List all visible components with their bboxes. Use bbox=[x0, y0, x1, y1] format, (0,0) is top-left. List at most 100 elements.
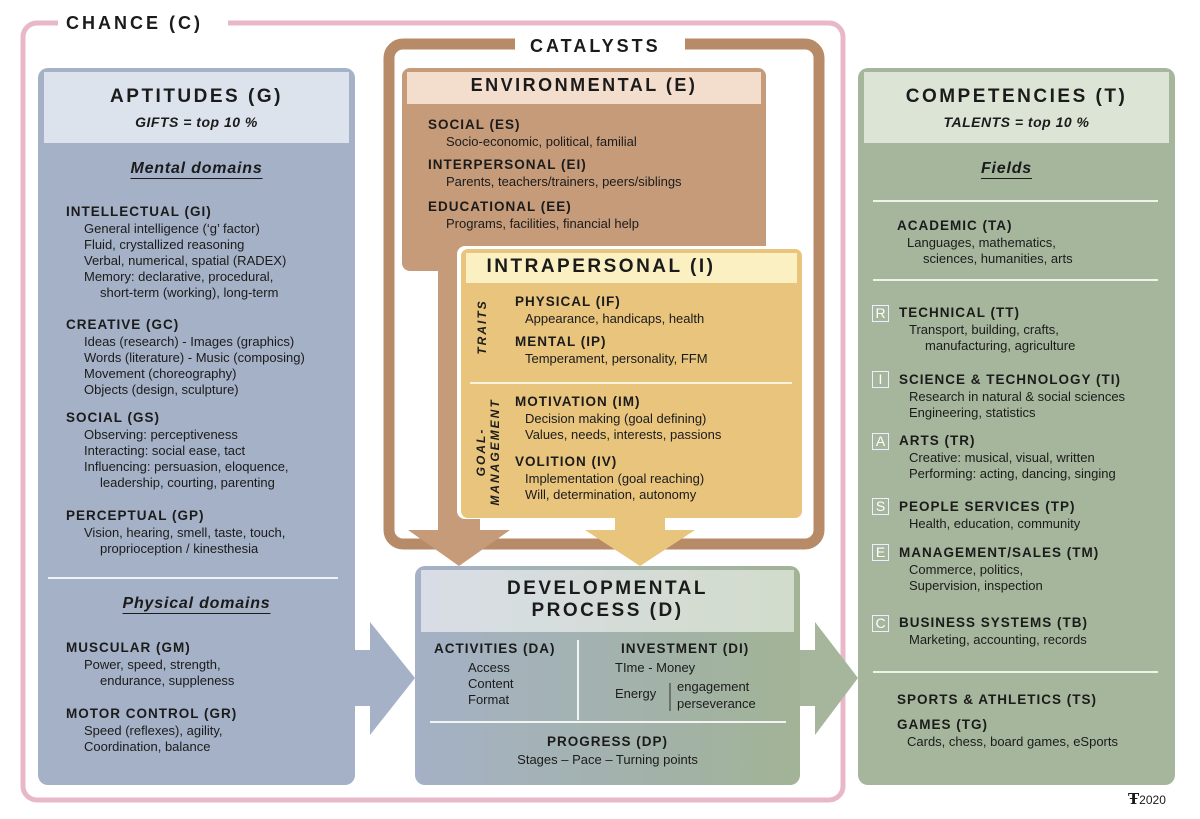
section-line: manufacturing, agriculture bbox=[925, 338, 1076, 353]
section-heading: INTERPERSONAL (EI) bbox=[428, 157, 587, 172]
competencies-title: COMPETENCIES (T) bbox=[905, 86, 1128, 107]
arts-field: ARTS (TR) Creative: musical, visual, writ… bbox=[899, 432, 1116, 482]
signature-logo: Ŧ bbox=[1128, 790, 1140, 808]
management-label-line: MANAGEMENT bbox=[488, 398, 502, 506]
section-line: Performing: acting, dancing, singing bbox=[909, 466, 1116, 481]
riasec-c-badge: C bbox=[872, 615, 889, 632]
section-heading: SCIENCE & TECHNOLOGY (TI) bbox=[899, 372, 1122, 387]
riasec-e-badge: E bbox=[872, 544, 889, 561]
env-educational: EDUCATIONAL (EE)Programs, facilities, fi… bbox=[428, 198, 639, 232]
gifts-arrow bbox=[355, 622, 415, 735]
section-line: short-term (working), long-term bbox=[100, 285, 279, 300]
traits-label: TRAITS bbox=[475, 299, 489, 355]
section-line: Languages, mathematics, bbox=[907, 235, 1056, 250]
science-technology-field: SCIENCE & TECHNOLOGY (TI) Research in nat… bbox=[899, 371, 1125, 421]
section-line: Creative: musical, visual, written bbox=[909, 450, 1095, 465]
perceptual-domain: PERCEPTUAL (GP)Vision, hearing, smell, t… bbox=[66, 507, 285, 557]
signature-year: 2020 bbox=[1139, 793, 1166, 807]
section-heading: ARTS (TR) bbox=[899, 433, 976, 448]
management-sales-field: MANAGEMENT/SALES (TM)Commerce, politics,… bbox=[899, 544, 1099, 594]
section-heading: MOTIVATION (IM) bbox=[515, 394, 641, 409]
env-social: SOCIAL (ES) Socio-economic, political, fa… bbox=[428, 116, 637, 150]
section-line: Programs, facilities, financial help bbox=[446, 216, 639, 231]
investment-energy: Energy bbox=[615, 686, 657, 701]
section-line: proprioception / kinesthesia bbox=[100, 541, 259, 556]
section-line: Socio-economic, political, familial bbox=[446, 134, 637, 149]
energy-engagement: engagement bbox=[677, 679, 750, 694]
section-line: Health, education, community bbox=[909, 516, 1081, 531]
section-line: Supervision, inspection bbox=[909, 578, 1043, 593]
section-line: Power, speed, strength, bbox=[84, 657, 221, 672]
investment-time-money: TIme - Money bbox=[615, 660, 696, 675]
energy-list: engagement perseverance bbox=[677, 678, 756, 712]
volition: VOLITION (IV)Implementation (goal reachi… bbox=[515, 453, 704, 503]
section-line: Engineering, statistics bbox=[909, 405, 1036, 420]
riasec-i-badge: I bbox=[872, 371, 889, 388]
business-systems-field: BUSINESS SYSTEMS (TB) Marketing, accounti… bbox=[899, 614, 1088, 648]
section-line: Appearance, handicaps, health bbox=[525, 311, 705, 326]
section-line: Will, determination, autonomy bbox=[525, 487, 697, 502]
section-line: Marketing, accounting, records bbox=[909, 632, 1087, 647]
physical-domains-label: Physical domains bbox=[122, 595, 271, 612]
section-line: Coordination, balance bbox=[84, 739, 211, 754]
aptitudes-title: APTITUDES (G) bbox=[110, 86, 283, 107]
activities-list: Access Content Format bbox=[468, 660, 514, 708]
energy-perseverance: perseverance bbox=[677, 696, 756, 711]
technical-field: TECHNICAL (TT)Transport, building, craft… bbox=[899, 304, 1075, 354]
section-line: Memory: declarative, procedural, bbox=[84, 269, 274, 284]
section-line: endurance, suppleness bbox=[100, 673, 235, 688]
section-line: General intelligence (‘g’ factor) bbox=[84, 221, 260, 236]
section-heading: BUSINESS SYSTEMS (TB) bbox=[899, 615, 1089, 630]
section-heading: INTELLECTUAL (GI) bbox=[66, 204, 212, 219]
section-line: Observing: perceptiveness bbox=[84, 427, 238, 442]
section-line: Commerce, politics, bbox=[909, 562, 1024, 577]
section-line: sciences, humanities, arts bbox=[923, 251, 1073, 266]
section-line: Decision making (goal defining) bbox=[525, 411, 707, 426]
section-heading: PHYSICAL (IF) bbox=[515, 294, 621, 309]
section-line: Speed (reflexes), agility, bbox=[84, 723, 223, 738]
fields-label: Fields bbox=[980, 160, 1033, 177]
section-heading: PERCEPTUAL (GP) bbox=[66, 508, 205, 523]
progress-line: Stages – Pace – Turning points bbox=[517, 752, 698, 767]
activities-title: ACTIVITIES (DA) bbox=[434, 641, 556, 656]
section-line: Temperament, personality, FFM bbox=[525, 351, 708, 366]
physical-trait: PHYSICAL (IF) Appearance, handicaps, heal… bbox=[515, 293, 704, 327]
section-line: Fluid, crystallized reasoning bbox=[84, 237, 245, 252]
section-line: leadership, courting, parenting bbox=[100, 475, 275, 490]
section-line: Movement (choreography) bbox=[84, 366, 237, 381]
section-heading: SOCIAL (GS) bbox=[66, 410, 161, 425]
chance-label: CHANCE (C) bbox=[66, 13, 203, 33]
section-line: Research in natural & social sciences bbox=[909, 389, 1126, 404]
section-heading: MUSCULAR (GM) bbox=[66, 640, 191, 655]
goal-label-line: GOAL- bbox=[474, 427, 488, 477]
sports-field: SPORTS & ATHLETICS (TS) bbox=[897, 692, 1097, 707]
muscular-domain: MUSCULAR (GM) Power, speed, strength,endu… bbox=[66, 639, 234, 689]
section-heading: MOTOR CONTROL (GR) bbox=[66, 706, 238, 721]
intellectual-domain: INTELLECTUAL (GI) General intelligence (‘… bbox=[66, 203, 286, 301]
environmental-panel bbox=[402, 68, 766, 271]
section-heading: GAMES (TG) bbox=[897, 717, 988, 732]
mental-domains-label: Mental domains bbox=[130, 160, 263, 177]
aptitudes-subtitle: GIFTS = top 10 % bbox=[135, 114, 258, 130]
section-heading: SOCIAL (ES) bbox=[428, 117, 521, 132]
investment-title: INVESTMENT (DI) bbox=[621, 641, 750, 656]
section-line: Objects (design, sculpture) bbox=[84, 382, 239, 397]
academic-field: ACADEMIC (TA) Languages, mathematics,scie… bbox=[897, 217, 1073, 267]
section-line: Cards, chess, board games, eSports bbox=[907, 734, 1118, 749]
dev-title-line-2: PROCESS (D) bbox=[531, 600, 684, 621]
section-line: Ideas (research) - Images (graphics) bbox=[84, 334, 295, 349]
section-heading: MENTAL (IP) bbox=[515, 334, 607, 349]
activity-access: Access bbox=[468, 660, 510, 675]
env-interpersonal: INTERPERSONAL (EI)Parents, teachers/trai… bbox=[428, 156, 682, 190]
section-line: Verbal, numerical, spatial (RADEX) bbox=[84, 253, 287, 268]
section-heading: ACADEMIC (TA) bbox=[897, 218, 1013, 233]
competencies-subtitle: TALENTS = top 10 % bbox=[943, 114, 1090, 130]
section-heading: PEOPLE SERVICES (TP) bbox=[899, 499, 1076, 514]
section-line: Influencing: persuasion, eloquence, bbox=[84, 459, 289, 474]
dev-title-line-1: DEVELOPMENTAL bbox=[506, 578, 709, 599]
talents-arrow bbox=[800, 622, 858, 735]
signature: Ŧ2020 bbox=[1128, 790, 1166, 808]
people-services-field: PEOPLE SERVICES (TP) Health, education, c… bbox=[899, 498, 1080, 532]
chance-frame bbox=[20, 20, 846, 803]
